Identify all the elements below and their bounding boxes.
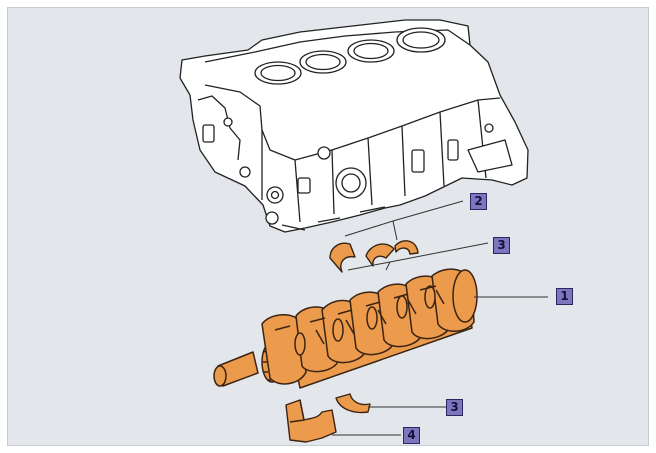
callout-3-lower-bearing: 3: [446, 399, 463, 416]
main-bearing-cap: [286, 400, 336, 442]
callout-2-thrust-washer: 2: [470, 193, 487, 210]
crankshaft: [214, 269, 477, 388]
upper-thrust-washers: [330, 241, 418, 272]
lower-bearing-shell: [336, 394, 370, 412]
callout-4-bearing-cap: 4: [403, 427, 420, 444]
callout-1-crankshaft: 1: [556, 288, 573, 305]
callout-3-upper-bearing: 3: [493, 237, 510, 254]
